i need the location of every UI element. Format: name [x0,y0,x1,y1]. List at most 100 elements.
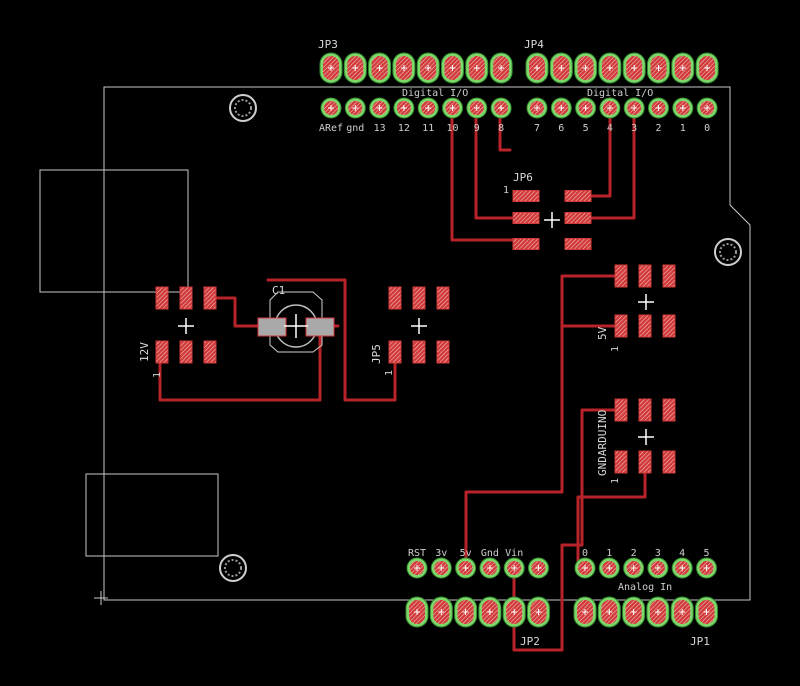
smd-pad[interactable] [564,238,592,250]
header-pin[interactable] [574,52,598,84]
pin-label: 0 [704,123,710,134]
header-pin[interactable] [672,97,694,119]
header-pin[interactable] [417,97,439,119]
header-pin[interactable] [416,52,440,84]
smd-pad[interactable] [436,340,450,364]
header-pin[interactable] [695,52,719,84]
smd-pad[interactable] [412,286,426,310]
header-pin[interactable] [671,557,693,579]
header-pin[interactable] [368,52,392,84]
smd-pad[interactable] [638,264,652,288]
header-pin[interactable] [647,557,669,579]
pin-label: 6 [558,123,564,134]
header-pin[interactable] [575,97,597,119]
smd-pad[interactable] [564,212,592,224]
header-pin[interactable] [429,596,453,628]
pin-label: RST [408,548,426,559]
header-pin[interactable] [465,52,489,84]
header-pin[interactable] [490,97,512,119]
mounting-hole [229,94,257,122]
header-pin[interactable] [525,52,549,84]
trace [464,324,564,570]
smd-pad[interactable] [179,340,193,364]
smd-pad[interactable] [155,340,169,364]
header-pin[interactable] [646,596,670,628]
smd-pad[interactable] [638,314,652,338]
header-pin[interactable] [573,596,597,628]
header-pin[interactable] [441,52,464,84]
smd-pad[interactable] [512,190,540,202]
header-pin[interactable] [343,52,367,84]
header-pin[interactable] [598,52,622,84]
smd-pad[interactable] [662,450,676,474]
header-pin[interactable] [670,596,694,628]
smd-pad[interactable] [512,238,540,250]
smd-pad[interactable] [638,398,652,422]
smd-pad[interactable] [662,314,676,338]
smd-pad[interactable] [436,286,450,310]
header-pin[interactable] [696,97,718,119]
header-pin[interactable] [671,52,695,84]
smd-pad[interactable] [662,398,676,422]
smd-pad[interactable] [203,340,217,364]
header-pin[interactable] [599,97,621,119]
header-pin[interactable] [597,596,621,628]
header-pin[interactable] [695,596,718,628]
header-pin[interactable] [489,52,513,84]
header-pin[interactable] [647,52,670,84]
header-pin[interactable] [648,97,669,119]
header-pin[interactable] [528,557,549,579]
header-pin[interactable] [696,557,717,579]
header-pin[interactable] [466,97,488,119]
smd-pad[interactable] [564,190,592,202]
smd-pad[interactable] [388,286,402,310]
smd-pad[interactable] [614,264,628,288]
header-pin[interactable] [623,557,645,579]
header-pin[interactable] [526,97,548,119]
header-pin[interactable] [405,596,429,628]
smd-pad[interactable] [614,314,628,338]
pin-label: 5 [703,548,709,559]
header-pin[interactable] [442,97,463,119]
smd-pad[interactable] [614,398,628,422]
header-pin[interactable] [455,557,477,579]
header-pin[interactable] [406,557,428,579]
header-pin[interactable] [320,97,342,119]
header-pin[interactable] [550,97,572,119]
header-pin[interactable] [369,97,391,119]
trace [498,108,512,152]
header-pin[interactable] [574,557,596,579]
header-pin[interactable] [454,596,478,628]
header-pin[interactable] [393,97,415,119]
smd-pad[interactable] [203,286,217,310]
smd-pad[interactable] [614,450,628,474]
header-pin[interactable] [549,52,573,84]
smd-pad[interactable] [412,340,426,364]
smd-pad[interactable] [155,286,169,310]
jp1-group-label: Analog In [618,582,672,593]
header-pin[interactable] [478,596,502,628]
header-pin[interactable] [622,52,646,84]
header-pin[interactable] [430,557,452,579]
jp6-label: JP6 [513,171,533,184]
smd-pad[interactable] [638,450,652,474]
header-pin[interactable] [344,97,366,119]
board-outline [103,86,751,601]
header-pin[interactable] [503,557,525,579]
smd-pad[interactable] [662,264,676,288]
smd-pad[interactable] [179,286,193,310]
header-pin[interactable] [479,557,501,579]
header-pin[interactable] [623,97,645,119]
smd-pad[interactable] [388,340,402,364]
smd-pad[interactable] [512,212,540,224]
trace [576,108,636,220]
pin-label: Vin [505,548,523,559]
header-pin[interactable] [622,596,646,628]
header-pin[interactable] [527,596,550,628]
header-pin[interactable] [502,596,526,628]
v12-pin1: 1 [152,372,163,378]
header-pin[interactable] [319,52,343,84]
header-pin[interactable] [598,557,620,579]
capacitor-c1[interactable] [257,291,335,353]
header-pin[interactable] [392,52,416,84]
